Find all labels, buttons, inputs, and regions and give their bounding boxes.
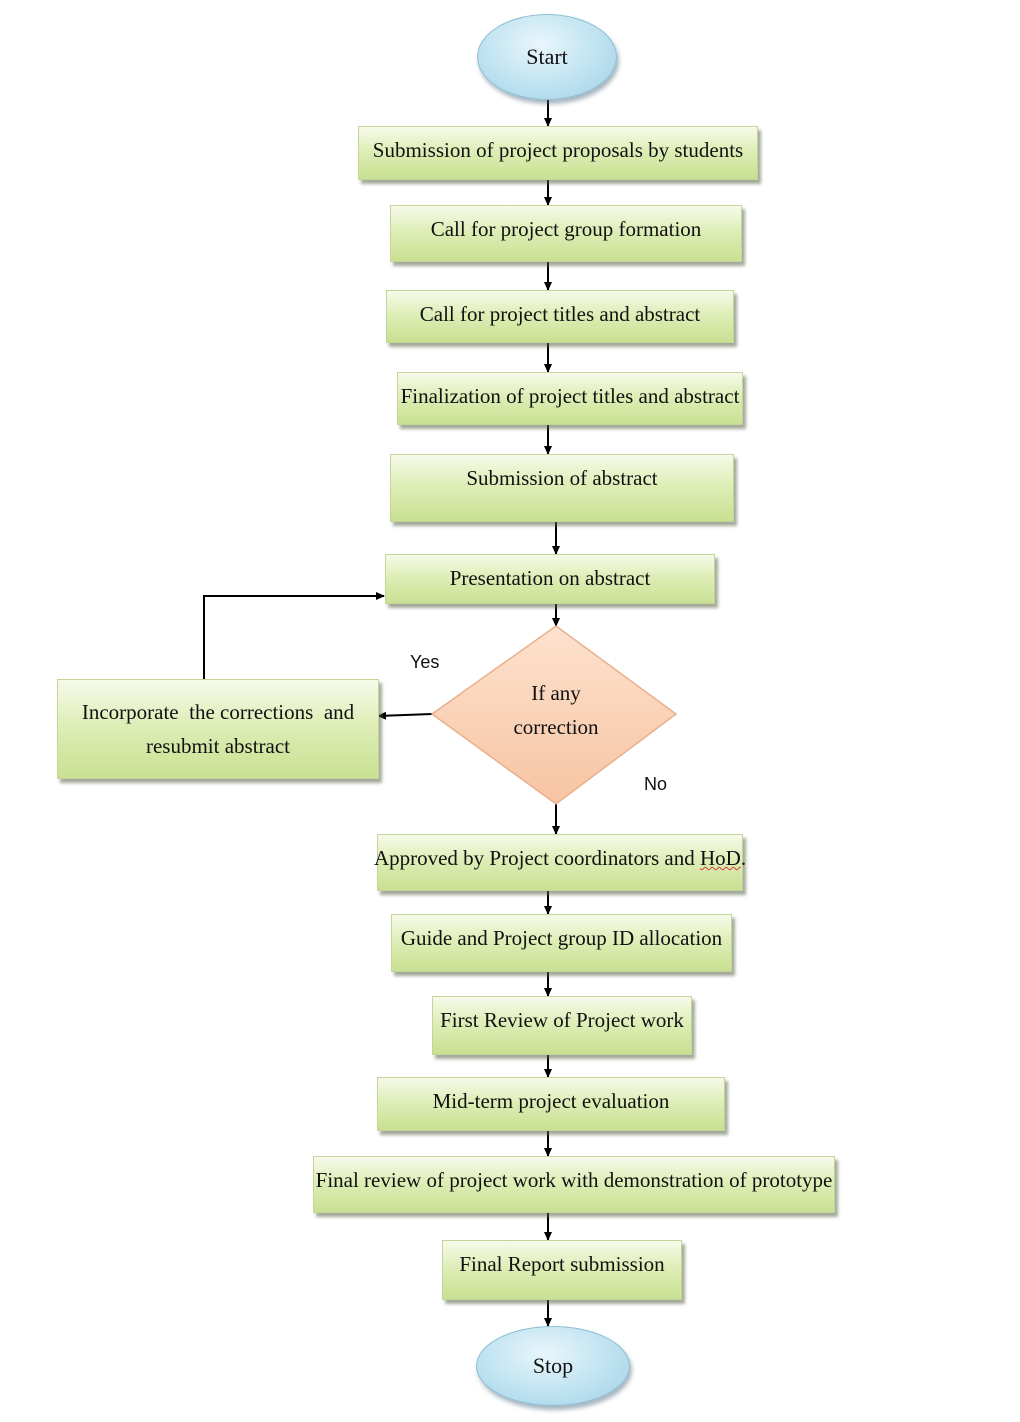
arrow-decision-yes — [377, 711, 433, 720]
step-submission-abstract: Submission of abstract — [390, 454, 734, 522]
step-presentation-label: Presentation on abstract — [449, 566, 651, 590]
stop-terminal: Stop — [476, 1326, 630, 1406]
stop-label: Stop — [532, 1353, 574, 1378]
start-terminal: Start — [477, 14, 617, 100]
step-first-review: First Review of Project work — [432, 996, 692, 1055]
step-approved-label: Approved by Project coordinators and HoD… — [374, 841, 746, 876]
step-guide-allocation-label: Guide and Project group ID allocation — [400, 926, 723, 950]
decision-line2: correction — [513, 715, 599, 739]
step-group-formation: Call for project group formation — [390, 205, 742, 262]
decision-line1: If any — [531, 681, 581, 705]
step-approved-hod: HoD — [699, 846, 741, 870]
step-approved-suffix: . — [740, 846, 747, 870]
step-guide-allocation: Guide and Project group ID allocation — [391, 914, 732, 972]
step-first-review-label: First Review of Project work — [440, 1008, 684, 1032]
step-group-formation-label: Call for project group formation — [430, 217, 702, 241]
step-final-report: Final Report submission — [442, 1240, 682, 1300]
step-titles-abstract-label: Call for project titles and abstract — [419, 302, 701, 326]
step-finalization-label: Finalization of project titles and abstr… — [400, 384, 740, 408]
step-final-review-label: Final review of project work with demons… — [315, 1168, 833, 1192]
step-midterm: Mid-term project evaluation — [377, 1077, 725, 1131]
step-submission-abstract-label: Submission of abstract — [466, 466, 658, 490]
step-proposals-label: Submission of project proposals by stude… — [372, 138, 744, 162]
yes-label: Yes — [410, 652, 440, 672]
step-approved: Approved by Project coordinators and HoD… — [374, 834, 746, 891]
step-finalization: Finalization of project titles and abstr… — [397, 372, 743, 425]
step-midterm-label: Mid-term project evaluation — [432, 1089, 670, 1113]
start-label: Start — [526, 44, 568, 69]
arrow-loop-back — [203, 592, 385, 679]
step-incorporate-line2: resubmit abstract — [145, 734, 291, 758]
step-proposals: Submission of project proposals by stude… — [358, 126, 758, 180]
step-approved-prefix: Approved by Project coordinators and — [373, 846, 700, 870]
no-label: No — [644, 774, 668, 794]
step-incorporate-line1: Incorporate the corrections and — [81, 700, 355, 724]
decision-text: If any correction — [476, 676, 636, 744]
decision-diamond — [430, 625, 678, 805]
step-final-report-label: Final Report submission — [459, 1252, 665, 1276]
step-presentation: Presentation on abstract — [385, 554, 715, 604]
step-titles-abstract: Call for project titles and abstract — [386, 290, 734, 343]
step-incorporate-corrections: Incorporate the corrections and resubmit… — [57, 679, 379, 779]
step-final-review: Final review of project work with demons… — [313, 1156, 835, 1213]
